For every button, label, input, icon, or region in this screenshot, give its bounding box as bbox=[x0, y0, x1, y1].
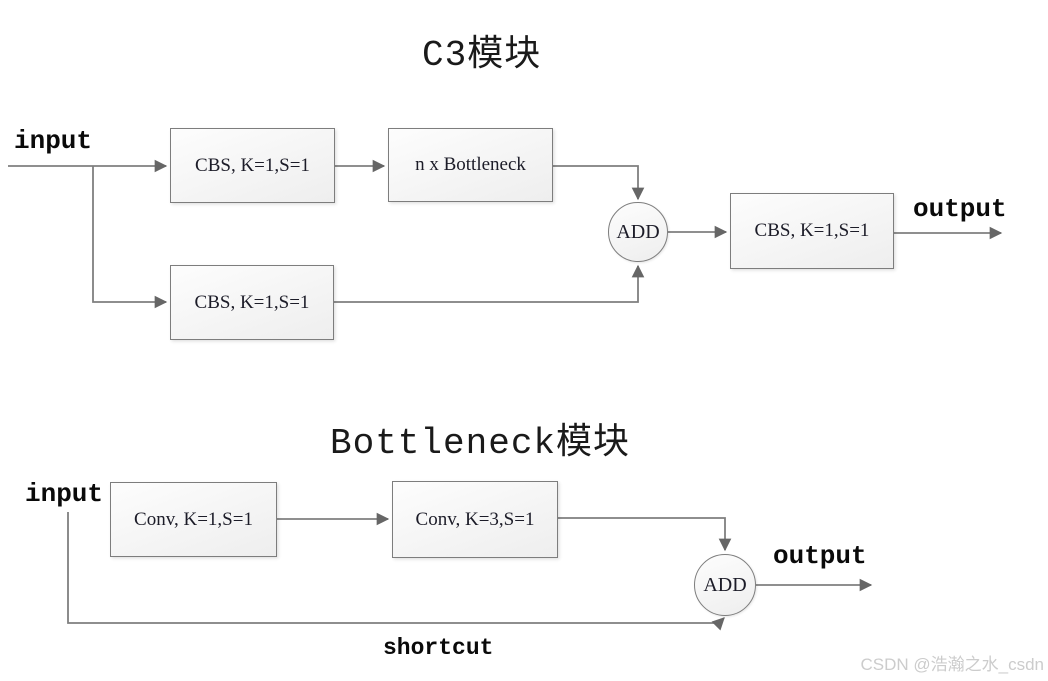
c3-bottleneck-to-add bbox=[553, 165, 645, 201]
c3-cbs-bottom-box: CBS, K=1,S=1 bbox=[170, 265, 334, 340]
c3-branch-line bbox=[92, 166, 168, 309]
c3-input-label: input bbox=[14, 126, 93, 156]
bn-title: Bottleneck模块 bbox=[330, 423, 631, 464]
csdn-watermark: CSDN @浩瀚之水_csdn bbox=[860, 655, 1044, 674]
c3-add-circle: ADD bbox=[608, 202, 668, 262]
bn-add-circle: ADD bbox=[694, 554, 756, 616]
c3-lower-cbs-to-add bbox=[334, 264, 645, 303]
bn-shortcut-label: shortcut bbox=[383, 635, 494, 661]
c3-cbs-out-box: CBS, K=1,S=1 bbox=[730, 193, 894, 269]
bn-conv1-box: Conv, K=1,S=1 bbox=[110, 482, 277, 557]
bn-input-label: input bbox=[25, 479, 104, 509]
c3-cbs-top-box: CBS, K=1,S=1 bbox=[170, 128, 335, 203]
c3-output-label: output bbox=[913, 194, 1007, 224]
bn-conv2-box: Conv, K=3,S=1 bbox=[392, 481, 558, 558]
c3-title: C3模块 bbox=[422, 35, 542, 76]
c3-bottleneck-box: n x Bottleneck bbox=[388, 128, 553, 202]
bn-output-label: output bbox=[773, 541, 867, 571]
bn-shortcut-line bbox=[67, 512, 725, 631]
bn-conv2-to-add bbox=[558, 517, 732, 552]
